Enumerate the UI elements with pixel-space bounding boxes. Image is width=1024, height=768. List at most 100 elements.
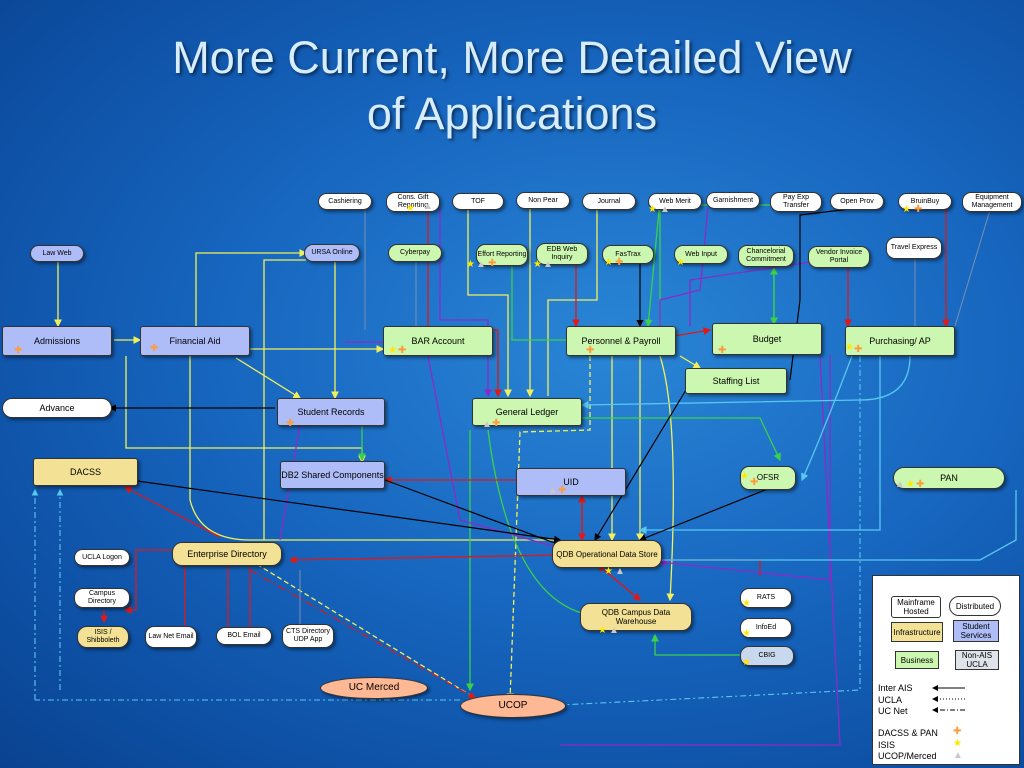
legend-inter-ais: Inter AIS bbox=[878, 683, 913, 693]
legend-student-services: Student Services bbox=[953, 620, 999, 642]
non-pear-node[interactable]: Non Pear bbox=[516, 192, 570, 209]
plus-cross-icon: ✚ bbox=[586, 345, 595, 356]
pay-exp-transfer-node[interactable]: Pay Exp Transfer bbox=[770, 192, 822, 212]
triangle-icon: ▲ bbox=[953, 750, 963, 761]
triangle-icon: ▲ bbox=[543, 259, 553, 270]
web-merit-node[interactable]: Web Merit bbox=[648, 193, 702, 210]
uid-node[interactable]: UID bbox=[516, 468, 626, 496]
title-line-2: of Applications bbox=[366, 88, 658, 139]
budget-node[interactable]: Budget bbox=[712, 323, 822, 355]
star-icon: ★ bbox=[742, 598, 751, 609]
isis-shibboleth-node[interactable]: ISIS / Shibboleth bbox=[77, 626, 129, 648]
travel-express-node[interactable]: Travel Express bbox=[886, 237, 942, 259]
plus-cross-icon: ✚ bbox=[854, 344, 863, 355]
triangle-icon: ▲ bbox=[476, 259, 486, 270]
plus-cross-icon: ✚ bbox=[914, 204, 923, 215]
plus-cross-icon: ✚ bbox=[488, 258, 497, 269]
enterprise-directory-node[interactable]: Enterprise Directory bbox=[172, 542, 282, 566]
legend: Mainframe Hosted Distributed Infrastruct… bbox=[872, 575, 1020, 765]
star-icon: ★ bbox=[406, 203, 415, 214]
plus-cross-icon: ✚ bbox=[150, 343, 159, 354]
edb-web-inquiry-node[interactable]: EDB Web Inquiry bbox=[536, 243, 588, 265]
star-icon: ★ bbox=[648, 204, 657, 215]
star-icon: ★ bbox=[953, 738, 962, 749]
garnishment-node[interactable]: Garnishment bbox=[706, 192, 760, 209]
journal-node[interactable]: Journal bbox=[582, 193, 636, 210]
general-ledger-node[interactable]: General Ledger bbox=[472, 398, 582, 426]
equipment-management-node[interactable]: Equipment Management bbox=[962, 192, 1022, 212]
infoed-node[interactable]: InfoEd bbox=[740, 618, 792, 638]
purchasing-ap-node[interactable]: Purchasing/ AP bbox=[845, 326, 955, 356]
financial-aid-node[interactable]: Financial Aid bbox=[140, 326, 250, 356]
plus-cross-icon: ✚ bbox=[558, 485, 567, 496]
star-icon: ★ bbox=[604, 257, 613, 268]
star-icon: ★ bbox=[604, 566, 613, 577]
vendor-invoice-portal-node[interactable]: Vendor Invoice Portal bbox=[808, 246, 870, 268]
triangle-icon: ▲ bbox=[609, 625, 619, 636]
db2-shared-components-node[interactable]: DB2 Shared Components bbox=[280, 461, 385, 489]
dacss-node[interactable]: DACSS bbox=[33, 458, 138, 486]
ucla-logon-node[interactable]: UCLA Logon bbox=[74, 549, 130, 566]
qdb-operational-data-store-node[interactable]: QDB Operational Data Store bbox=[552, 540, 662, 568]
staffing-list-node[interactable]: Staffing List bbox=[685, 368, 787, 394]
legend-line-samples bbox=[932, 685, 965, 713]
legend-isis: ISIS bbox=[878, 740, 896, 750]
legend-business: Business bbox=[895, 651, 939, 669]
open-prov-node[interactable]: Open Prov bbox=[830, 193, 884, 210]
qdb-campus-data-warehouse-node[interactable]: QDB Campus Data Warehouse bbox=[580, 603, 692, 631]
ursa-online-node[interactable]: URSA Online bbox=[304, 244, 360, 262]
legend-infrastructure: Infrastructure bbox=[891, 622, 943, 642]
title-line-1: More Current, More Detailed View bbox=[172, 32, 852, 83]
cbig-node[interactable]: CBIG bbox=[740, 646, 794, 666]
advance-node[interactable]: Advance bbox=[2, 398, 112, 418]
effort-reporting-node[interactable]: Effort Reporting bbox=[476, 244, 528, 266]
triangle-icon: ▲ bbox=[660, 204, 670, 215]
triangle-icon: ▲ bbox=[615, 566, 625, 577]
admissions-node[interactable]: Admissions bbox=[2, 326, 112, 356]
star-icon: ★ bbox=[676, 257, 685, 268]
campus-directory-node[interactable]: Campus Directory bbox=[74, 588, 130, 608]
cashiering-node[interactable]: Cashiering bbox=[318, 193, 372, 210]
law-net-email-node[interactable]: Law Net Email bbox=[145, 626, 197, 648]
chancelorial-commitment-node[interactable]: Chancelorial Commitment bbox=[738, 245, 794, 267]
star-icon: ★ bbox=[740, 471, 749, 482]
cyberpay-node[interactable]: Cyberpay bbox=[388, 244, 442, 262]
fastrax-node[interactable]: FasTrax bbox=[602, 245, 654, 264]
plus-cross-icon: ✚ bbox=[916, 479, 925, 490]
plus-cross-icon: ✚ bbox=[750, 477, 759, 488]
pan-node[interactable]: PAN bbox=[893, 467, 1005, 489]
ofsr-node[interactable]: OFSR bbox=[740, 466, 796, 490]
rats-node[interactable]: RATS bbox=[740, 588, 792, 608]
plus-cross-icon: ✚ bbox=[398, 345, 407, 356]
cts-directory-node[interactable]: CTS Directory UDP App bbox=[282, 624, 334, 648]
star-icon: ★ bbox=[845, 342, 854, 353]
legend-non-ais-ucla: Non-AIS UCLA bbox=[955, 650, 999, 670]
plus-cross-icon: ✚ bbox=[615, 257, 624, 268]
slide-title: More Current, More Detailed View of Appl… bbox=[0, 30, 1024, 142]
triangle-icon: ▲ bbox=[482, 419, 492, 430]
cons-gift-reporting-node[interactable]: Cons. Gift Reporting bbox=[386, 192, 440, 212]
legend-ucla: UCLA bbox=[878, 695, 903, 705]
star-icon: ★ bbox=[742, 628, 751, 639]
triangle-icon: ▲ bbox=[548, 485, 558, 496]
legend-ucop-merced: UCOP/Merced bbox=[878, 751, 937, 761]
legend-distributed: Distributed bbox=[949, 596, 1001, 616]
bol-email-node[interactable]: BOL Email bbox=[216, 627, 272, 645]
star-icon: ★ bbox=[533, 259, 542, 270]
uc-merced-node[interactable]: UC Merced bbox=[320, 677, 428, 699]
personnel-payroll-node[interactable]: Personnel & Payroll bbox=[566, 326, 676, 356]
law-web-node[interactable]: Law Web bbox=[30, 245, 84, 262]
ucop-node[interactable]: UCOP bbox=[460, 694, 566, 718]
star-icon: ★ bbox=[466, 259, 475, 270]
legend-uc-net: UC Net bbox=[878, 706, 908, 716]
web-input-node[interactable]: Web Input bbox=[674, 245, 728, 264]
student-records-node[interactable]: Student Records bbox=[277, 398, 385, 426]
bar-account-node[interactable]: BAR Account bbox=[383, 326, 493, 356]
bruinbuy-node[interactable]: BruinBuy bbox=[898, 193, 952, 210]
plus-cross-icon: ✚ bbox=[14, 345, 23, 356]
legend-mainframe: Mainframe Hosted bbox=[891, 596, 941, 618]
star-icon: ★ bbox=[742, 657, 751, 668]
triangle-icon: ▲ bbox=[423, 201, 433, 212]
tof-node[interactable]: TOF bbox=[452, 193, 504, 210]
star-icon: ★ bbox=[388, 345, 397, 356]
